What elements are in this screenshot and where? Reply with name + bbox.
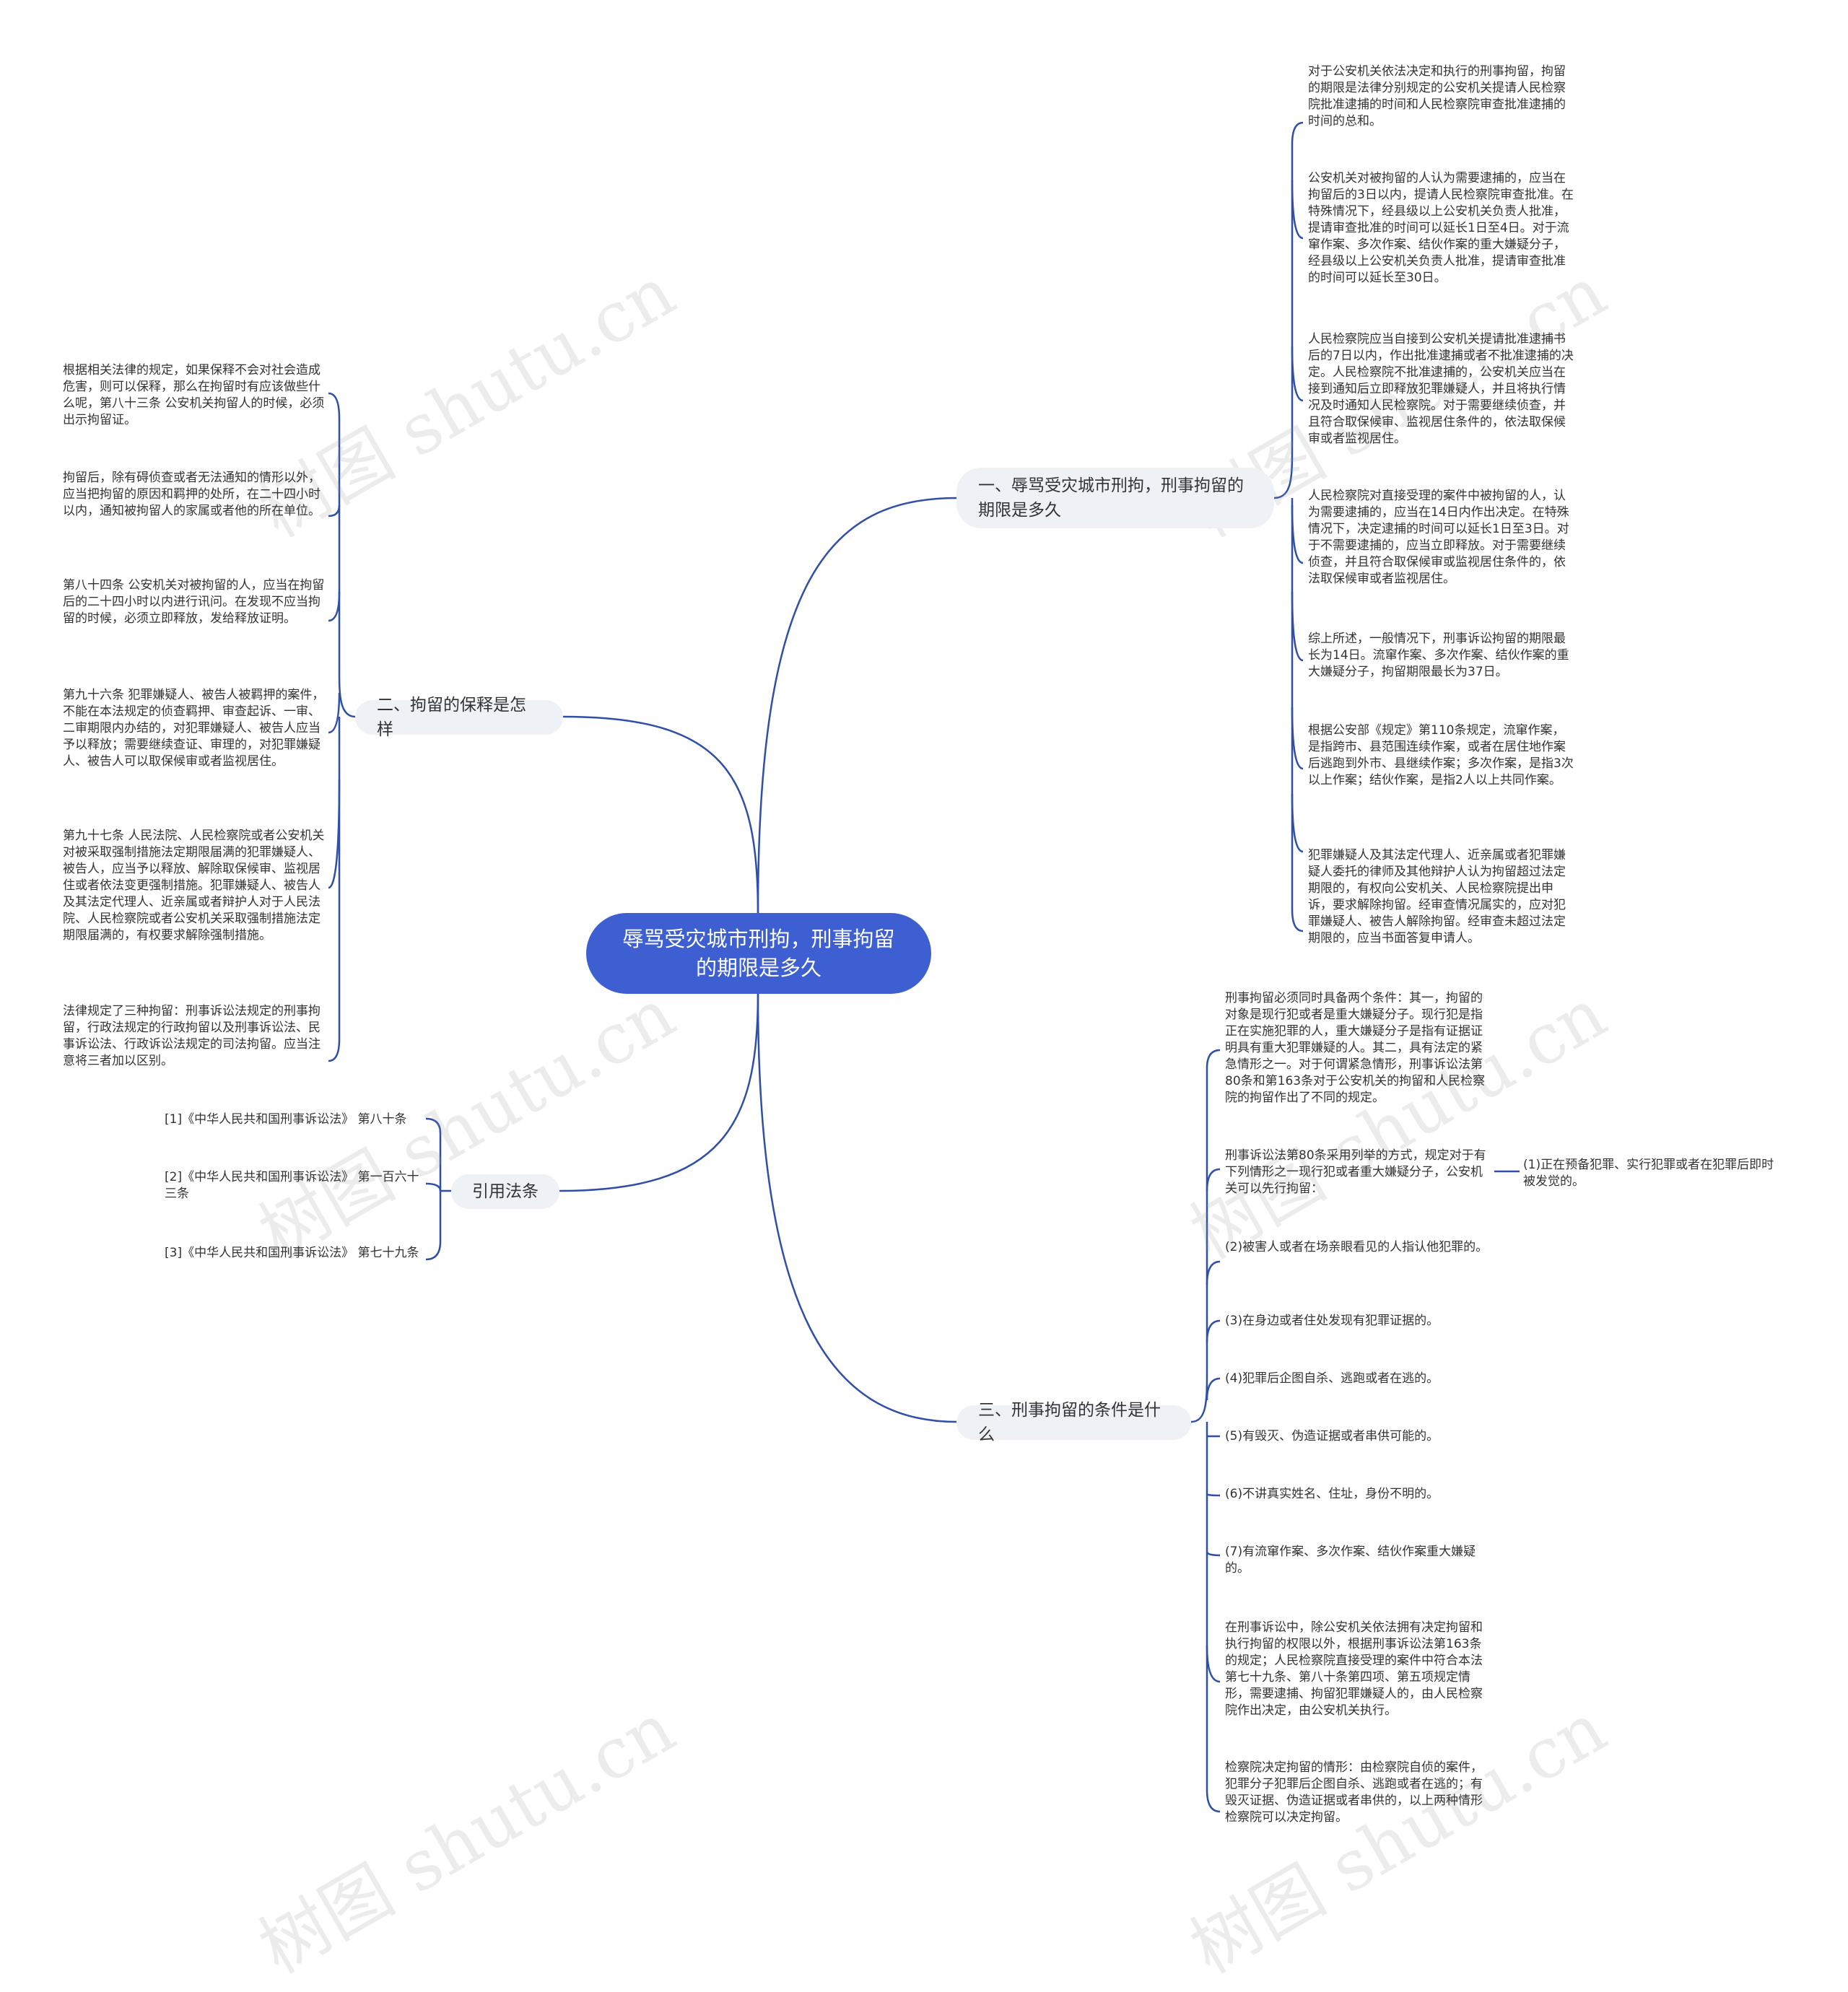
leaf-b4-4: (3)在身边或者住处发现有犯罪证据的。 xyxy=(1225,1314,1439,1328)
branch-topic-conditions[interactable]: 三、刑事拘留的条件是什么 xyxy=(956,1401,1191,1444)
leaf-b3-2: [2]《中华人民共和国刑事诉讼法》 第一百六十三条 xyxy=(165,1170,419,1201)
leaf-b3-3: [3]《中华人民共和国刑事诉讼法》 第七十九条 xyxy=(165,1246,419,1260)
link-root-b1 xyxy=(757,497,957,914)
leaf-b2-4: 第九十六条 犯罪嫌疑人、被告人被羁押的案件，不能在本法规定的侦查羁押、审查起诉、… xyxy=(63,688,325,769)
leaf-b4-1: 刑事拘留必须同时具备两个条件：其一，拘留的对象是现行犯或者是重大嫌疑分子。现行犯… xyxy=(1225,991,1486,1105)
leaf-b1-2: 公安机关对被拘留的人认为需要逮捕的，应当在拘留后的3日以内，提请人民检察院审查批… xyxy=(1308,171,1574,285)
link-root-b4 xyxy=(757,993,957,1423)
leaf-b1-5: 综上所述，一般情况下，刑事诉讼拘留的期限最长为14日。流窜作案、多次作案、结伙作… xyxy=(1308,632,1569,679)
link-b4-bracket xyxy=(1190,1049,1221,1813)
leaf-b2-1: 根据相关法律的规定，如果保释不会对社会造成危害，则可以保释，那么在拘留时有应该做… xyxy=(63,363,325,427)
leaf-b2-6: 法律规定了三种拘留：刑事诉讼法规定的刑事拘留，行政法规定的行政拘留以及刑事诉讼法… xyxy=(63,1004,321,1068)
link-b2-bracket xyxy=(328,392,356,1062)
leaf-b1-1: 对于公安机关依法决定和执行的刑事拘留，拘留的期限是法律分别规定的公安机关提请人民… xyxy=(1308,64,1566,128)
leaf-b2-2: 拘留后，除有碍侦查或者无法通知的情形以外，应当把拘留的原因和羁押的处所，在二十四… xyxy=(63,471,321,518)
leaf-b4-7: (6)不讲真实姓名、住址，身份不明的。 xyxy=(1225,1487,1439,1501)
leaf-b4-5: (4)犯罪后企图自杀、逃跑或者在逃的。 xyxy=(1225,1371,1439,1386)
branch-topic-citations[interactable]: 引用法条 xyxy=(451,1174,559,1209)
link-root-b2 xyxy=(562,715,759,914)
leaf-b2-5: 第九十七条 人民法院、人民检察院或者公安机关对被采取强制措施法定期限届满的犯罪嫌… xyxy=(63,829,325,943)
leaf-b4-9: 在刑事诉讼中，除公安机关依法拥有决定拘留和执行拘留的权限以外，根据刑事诉讼法第1… xyxy=(1225,1620,1483,1718)
leaf-b4-10: 检察院决定拘留的情形：由检察院自侦的案件，犯罪分子犯罪后企图自杀、逃跑或者在逃的… xyxy=(1225,1760,1483,1825)
leaf-b1-6: 根据公安部《规定》第110条规定，流窜作案，是指跨市、县范围连续作案，或者在居住… xyxy=(1308,723,1574,787)
branch-topic-period[interactable]: 一、辱骂受灾城市刑拘，刑事拘留的期限是多久 xyxy=(956,468,1274,528)
leaf-b3-1: [1]《中华人民共和国刑事诉讼法》 第八十条 xyxy=(165,1112,407,1127)
leaf-b4-8: (7)有流窜作案、多次作案、结伙作案重大嫌疑的。 xyxy=(1225,1545,1476,1576)
leaf-b4-6: (5)有毁灭、伪造证据或者串供可能的。 xyxy=(1225,1429,1439,1443)
leaf-b4-sub: (1)正在预备犯罪、实行犯罪或者在犯罪后即时被发觉的。 xyxy=(1523,1158,1774,1189)
mindmap-connectors xyxy=(328,121,1520,1813)
leaf-b4-3: (2)被害人或者在场亲眼看见的人指认他犯罪的。 xyxy=(1225,1240,1489,1254)
leaf-b4-2: 刑事诉讼法第80条采用列举的方式，规定对于有下列情形之一现行犯或者重大嫌疑分子，… xyxy=(1225,1148,1486,1196)
link-root-b3 xyxy=(559,993,759,1192)
leaf-b1-3: 人民检察院应当自接到公安机关提请批准逮捕书后的7日以内，作出批准逮捕或者不批准逮… xyxy=(1308,332,1574,446)
leaf-b2-3: 第八十四条 公安机关对被拘留的人，应当在拘留后的二十四小时以内进行讯问。在发现不… xyxy=(63,578,325,626)
root-topic[interactable]: 辱骂受灾城市刑拘，刑事拘留的期限是多久 xyxy=(586,913,931,994)
leaf-b1-7: 犯罪嫌疑人及其法定代理人、近亲属或者犯罪嫌疑人委托的律师及其他辩护人认为拘留超过… xyxy=(1308,848,1566,945)
branch-topic-bail[interactable]: 二、拘留的保释是怎样 xyxy=(355,696,563,739)
link-b1-bracket xyxy=(1273,121,1304,932)
leaf-b1-4: 人民检察院对直接受理的案件中被拘留的人，认为需要逮捕的，应当在14日内作出决定。… xyxy=(1308,489,1569,586)
